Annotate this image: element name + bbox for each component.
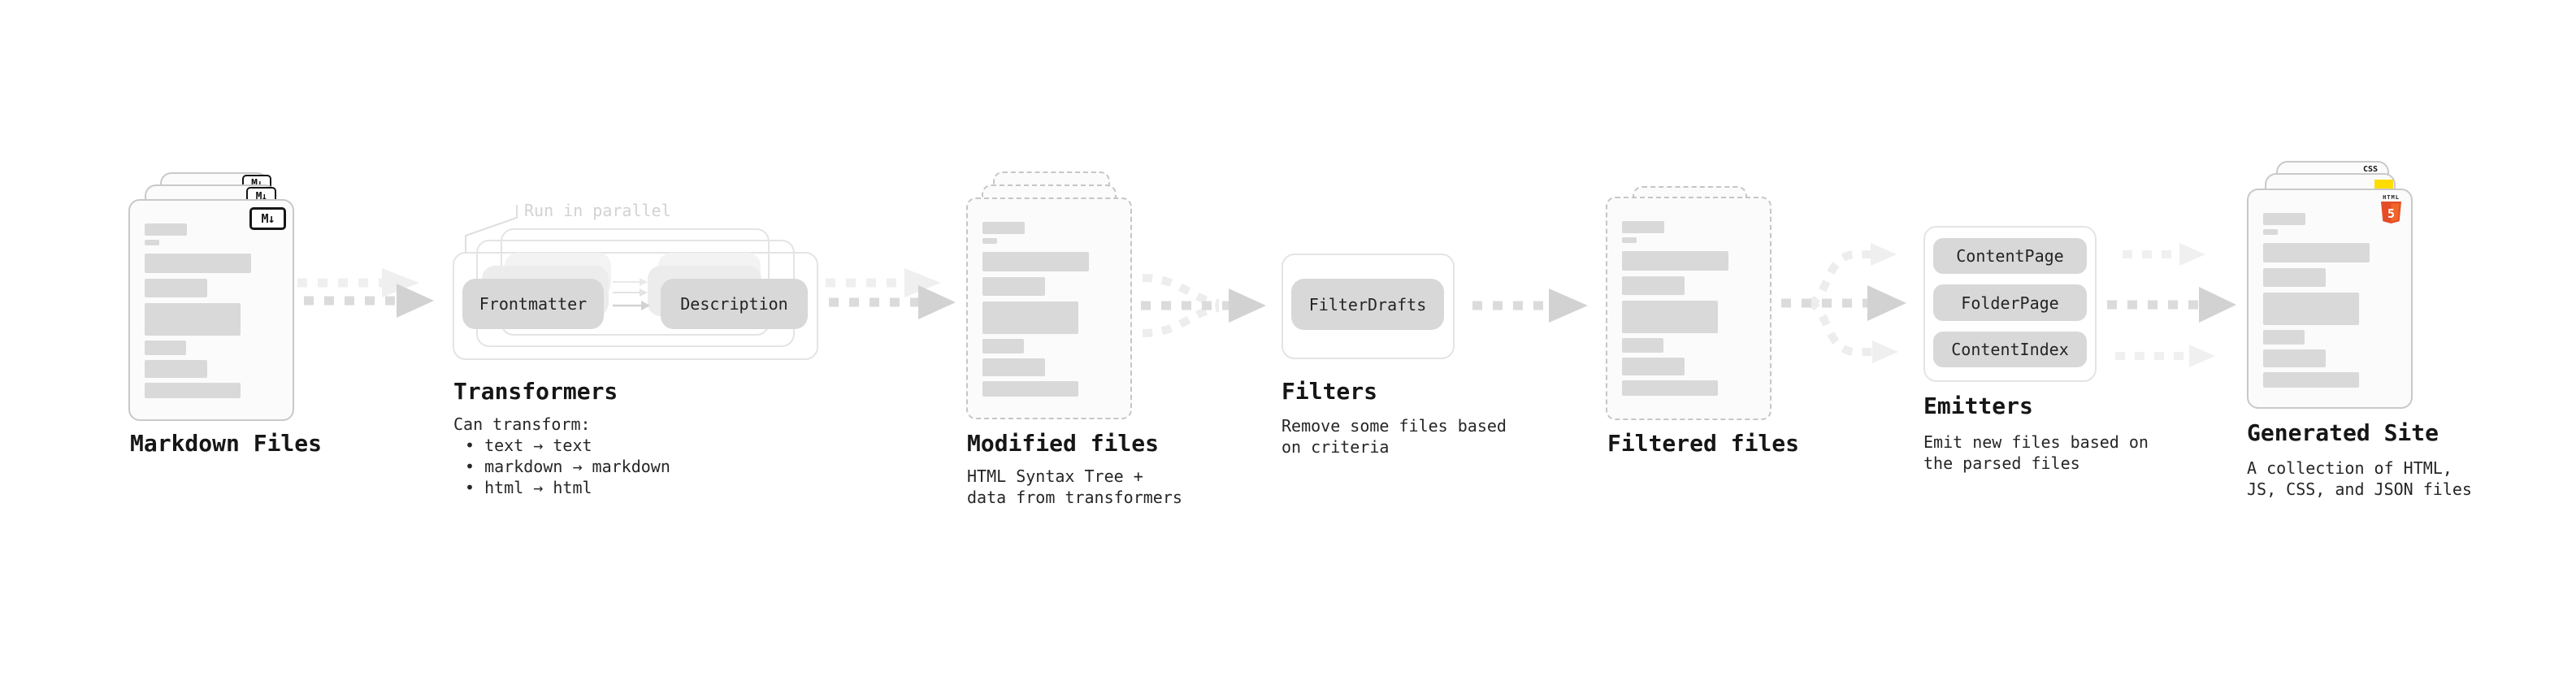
text-line-placeholder	[1622, 358, 1685, 375]
bullet-item: • markdown → markdown	[465, 457, 670, 476]
arrow-markdown-to-transformers	[297, 268, 434, 318]
caption-line: HTML Syntax Tree +	[967, 466, 1143, 486]
text-line-placeholder	[1622, 237, 1637, 243]
text-line-placeholder	[2263, 372, 2360, 388]
transformer-frame-front	[453, 252, 818, 360]
node-title: Filters	[1281, 378, 1378, 405]
text-line-placeholder	[1622, 221, 1665, 233]
node-caption: A collection of HTML, JS, CSS, and JSON …	[2247, 458, 2472, 500]
caption-line: Emit new files based on	[1923, 432, 2149, 452]
node-caption: Emit new files based on the parsed files	[1923, 432, 2149, 474]
text-line-placeholder	[145, 340, 186, 355]
caption-line: Remove some files based	[1281, 416, 1507, 436]
node-title: Modified files	[967, 430, 1160, 457]
text-line-placeholder	[2263, 243, 2370, 262]
text-line-placeholder	[1622, 276, 1685, 295]
file-card-front	[1606, 197, 1772, 420]
node-caption: HTML Syntax Tree + data from transformer…	[967, 466, 1182, 508]
node-title: Generated Site	[2247, 419, 2439, 446]
transformer-pill-description: Description	[661, 279, 808, 329]
text-line-placeholder	[145, 303, 241, 336]
html5-icon: HTML 5	[2381, 194, 2401, 223]
text-line-placeholder	[2263, 349, 2327, 367]
text-line-placeholder	[982, 222, 1026, 234]
document-skeleton	[130, 201, 293, 419]
markdown-icon: M↓	[249, 207, 286, 230]
text-line-placeholder	[2263, 213, 2306, 225]
text-line-placeholder	[145, 360, 208, 378]
text-line-placeholder	[2263, 330, 2305, 345]
parallel-step-arrows	[613, 278, 650, 310]
caption-line: JS, CSS, and JSON files	[2247, 479, 2472, 499]
text-line-placeholder	[1622, 380, 1719, 396]
text-line-placeholder	[982, 358, 1046, 376]
arrow-transformers-to-modified	[826, 268, 956, 319]
text-line-placeholder	[982, 238, 998, 244]
text-line-placeholder	[145, 223, 188, 236]
annotation-callout-line	[465, 205, 518, 253]
node-caption: Remove some files based on criteria	[1281, 415, 1507, 458]
file-card-front: M↓	[128, 199, 294, 421]
html5-shield: 5	[2381, 202, 2401, 223]
file-card-front	[966, 197, 1132, 419]
text-line-placeholder	[145, 383, 241, 398]
emitter-pill-contentpage: ContentPage	[1933, 238, 2087, 274]
filter-pill-filterdrafts: FilterDrafts	[1291, 279, 1444, 330]
js-file-icon	[2374, 180, 2393, 189]
caption-line: data from transformers	[967, 488, 1182, 507]
html5-icon-label: HTML	[2383, 194, 2400, 201]
transformer-pill-frontmatter: Frontmatter	[462, 279, 604, 329]
node-title: Filtered files	[1607, 430, 1800, 457]
document-skeleton	[2249, 190, 2411, 407]
document-skeleton	[1607, 198, 1770, 419]
document-skeleton	[968, 199, 1130, 418]
emitter-pill-folderpage: FolderPage	[1933, 284, 2087, 321]
caption-line: on criteria	[1281, 437, 1390, 457]
run-in-parallel-annotation: Run in parallel	[524, 201, 671, 220]
text-line-placeholder	[982, 339, 1024, 354]
file-card-front: HTML 5	[2247, 189, 2413, 409]
text-line-placeholder	[1622, 251, 1729, 271]
node-title: Markdown Files	[130, 430, 323, 457]
caption-line: A collection of HTML,	[2247, 458, 2452, 478]
node-caption: Can transform: • text → text • markdown …	[453, 414, 670, 498]
arrow-filtered-to-emitters	[1781, 243, 1906, 363]
node-title: Emitters	[1923, 393, 2033, 419]
text-line-placeholder	[1622, 338, 1663, 353]
caption-line: the parsed files	[1923, 453, 2080, 473]
html5-shield-number: 5	[2387, 206, 2395, 221]
text-line-placeholder	[145, 254, 252, 273]
text-line-placeholder	[2263, 229, 2279, 235]
text-line-placeholder	[145, 279, 208, 297]
arrow-filters-to-filtered	[1472, 288, 1588, 323]
arrow-emitters-to-site	[2107, 243, 2236, 367]
text-line-placeholder	[982, 277, 1046, 296]
bullet-item: • text → text	[465, 436, 592, 455]
bullet-item: • html → html	[465, 478, 592, 497]
text-line-placeholder	[145, 240, 160, 245]
text-line-placeholder	[982, 252, 1090, 271]
text-line-placeholder	[1622, 301, 1719, 333]
caption-line: Can transform:	[453, 414, 591, 434]
text-line-placeholder	[982, 381, 1079, 397]
text-line-placeholder	[2263, 268, 2327, 287]
text-line-placeholder	[2263, 293, 2360, 325]
text-line-placeholder	[982, 301, 1079, 334]
emitter-pill-contentindex: ContentIndex	[1933, 332, 2087, 367]
node-title: Transformers	[453, 378, 618, 405]
arrow-modified-to-filters	[1141, 274, 1266, 337]
